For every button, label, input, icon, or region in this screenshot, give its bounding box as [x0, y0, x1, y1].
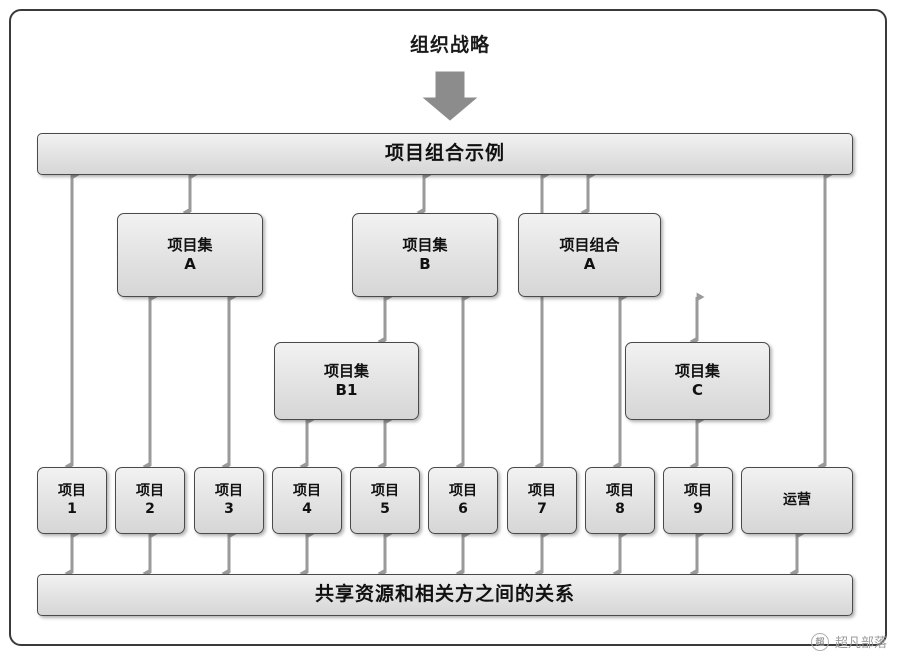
program-b1-box[interactable]: 项目集 B1 — [274, 342, 419, 420]
project-8-box[interactable]: 项目 8 — [585, 467, 655, 534]
page-title: 组织战略 — [409, 34, 490, 56]
program-b-box[interactable]: 项目集 B — [352, 213, 498, 297]
project-9-box[interactable]: 项目 9 — [663, 467, 733, 534]
project-7-box[interactable]: 项目 7 — [507, 467, 577, 534]
project-4-label: 项目 4 — [293, 483, 321, 517]
project-2-label: 项目 2 — [136, 483, 164, 517]
portfolio-a-box[interactable]: 项目组合 A — [518, 213, 661, 297]
diagram-frame — [9, 9, 887, 646]
operations-box[interactable]: 运营 — [741, 467, 853, 534]
project-1-box[interactable]: 项目 1 — [37, 467, 107, 534]
program-b-label: 项目集 B — [402, 236, 448, 273]
project-3-box[interactable]: 项目 3 — [194, 467, 264, 534]
project-7-label: 项目 7 — [528, 483, 556, 517]
project-3-label: 项目 3 — [215, 483, 243, 517]
portfolio-bar[interactable]: 项目组合示例 — [37, 133, 853, 175]
program-b1-label: 项目集 B1 — [323, 362, 369, 399]
shared-resources-bar[interactable]: 共享资源和相关方之间的关系 — [37, 574, 853, 616]
project-9-label: 项目 9 — [684, 483, 712, 517]
project-8-label: 项目 8 — [606, 483, 634, 517]
project-1-label: 项目 1 — [58, 483, 86, 517]
program-c-label: 项目集 C — [674, 362, 720, 399]
program-c-box[interactable]: 项目集 C — [625, 342, 770, 420]
project-4-box[interactable]: 项目 4 — [272, 467, 342, 534]
program-a-label: 项目集 A — [167, 236, 213, 273]
operations-label: 运营 — [783, 491, 811, 508]
project-5-label: 项目 5 — [371, 483, 399, 517]
program-a-box[interactable]: 项目集 A — [117, 213, 263, 297]
shared-resources-label: 共享资源和相关方之间的关系 — [314, 583, 575, 606]
watermark: 超 超凡部落 — [810, 632, 887, 651]
project-6-label: 项目 6 — [449, 483, 477, 517]
project-6-box[interactable]: 项目 6 — [428, 467, 498, 534]
project-2-box[interactable]: 项目 2 — [115, 467, 185, 534]
portfolio-bar-label: 项目组合示例 — [384, 142, 505, 165]
watermark-logo-icon: 超 — [810, 632, 829, 651]
watermark-text: 超凡部落 — [834, 636, 887, 651]
project-5-box[interactable]: 项目 5 — [350, 467, 420, 534]
portfolio-a-label: 项目组合 A — [559, 236, 620, 273]
